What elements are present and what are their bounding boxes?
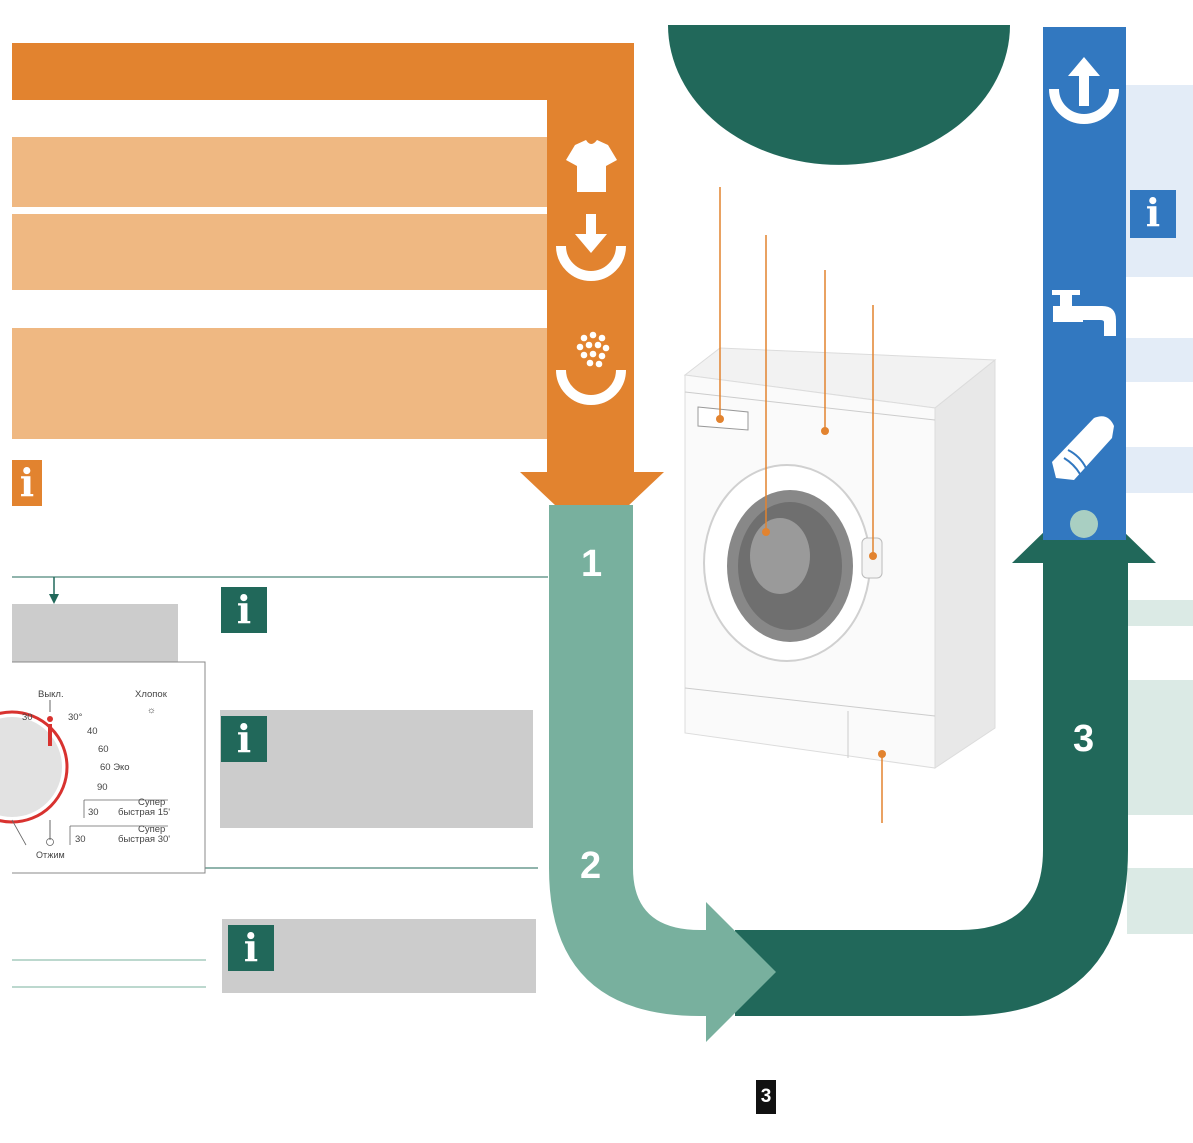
dial-label-90: 90: [97, 782, 108, 793]
dial-label-30-deg: 30°: [68, 712, 83, 723]
gray-box-2: [220, 710, 533, 828]
info-icon-green-1: i: [221, 587, 267, 633]
finger-touch-icon: [1052, 416, 1114, 480]
info-icon-blue: i: [1130, 190, 1176, 238]
light-green-path: [549, 505, 708, 1016]
step-indicator-dot: [1070, 510, 1098, 538]
info-icon-orange: i: [12, 460, 42, 506]
step-number-1: 1: [581, 543, 603, 585]
info-icon-green-2: i: [221, 716, 267, 762]
dial-label-spin: Отжим: [36, 850, 65, 860]
light-blue-band-3: [1125, 447, 1193, 493]
light-teal-band-3: [1127, 868, 1193, 934]
light-orange-band-2: [12, 214, 547, 290]
dial-label-60-eco: 60 Эко: [100, 762, 130, 773]
dark-green-return-path: [735, 555, 1128, 1016]
load-arrow-icon: [556, 214, 626, 281]
unload-arrow-icon: [1049, 57, 1119, 124]
page-number: 3: [756, 1080, 776, 1114]
shirt-icon: [566, 140, 617, 192]
dial-label-super1-top: Супер: [138, 797, 165, 808]
light-blue-band-1: [1125, 85, 1193, 277]
water-tap-icon: [1052, 290, 1116, 336]
gray-box-3: [222, 919, 536, 993]
light-orange-band-1: [12, 137, 547, 207]
orange-top-band: [12, 43, 634, 100]
spin-icon: [46, 838, 54, 846]
light-blue-band-2: [1125, 338, 1193, 382]
step-number-2: 2: [580, 845, 602, 887]
dial-label-super2-temp: 30: [75, 834, 86, 845]
light-teal-band-2: [1127, 680, 1193, 815]
dial-label-30-left: 30: [22, 712, 33, 723]
dial-label-super2-top: Супер: [138, 824, 165, 835]
dark-green-semicircle: [668, 25, 1010, 165]
dial-label-super1-temp: 30: [88, 807, 99, 818]
callouts: [716, 187, 886, 823]
dial-label-off: Выкл.: [38, 689, 64, 700]
light-green-right-arrow: [706, 902, 776, 1042]
dial-label-40: 40: [87, 726, 98, 737]
dial-label-super1: быстрая 15': [118, 807, 170, 818]
pointer-arrowhead: [49, 594, 59, 604]
dial-label-super2: быстрая 30': [118, 834, 170, 845]
step-number-3: 3: [1073, 718, 1095, 760]
program-dial-knob[interactable]: [0, 717, 62, 817]
dial-label-cotton: Хлопок: [135, 689, 168, 700]
info-icon-green-3: i: [228, 925, 274, 971]
light-orange-band-3: [12, 328, 547, 439]
dial-cotton-icon: ☼: [147, 705, 156, 716]
program-dial-ring[interactable]: [0, 710, 69, 824]
light-teal-band-1: [1127, 600, 1193, 626]
dial-label-60: 60: [98, 744, 109, 755]
gray-box-1: [12, 604, 178, 662]
washing-machine-illustration: [683, 347, 997, 769]
program-dial-panel: Выкл. Хлопок ☼ 30 30° 40 60 60 Эко 90 Су…: [0, 661, 206, 874]
detergent-icon: [556, 331, 626, 405]
